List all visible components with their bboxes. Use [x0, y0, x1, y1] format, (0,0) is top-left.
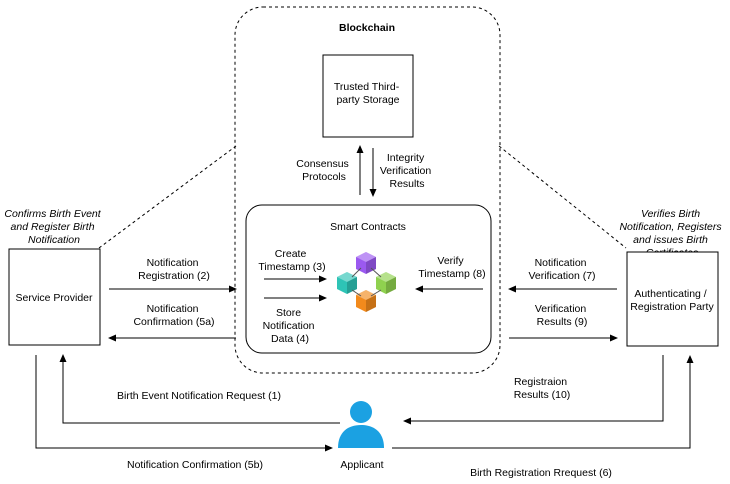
- blockchain-container: Blockchain: [234, 6, 501, 374]
- service-provider-label: Service Provider: [15, 292, 93, 304]
- svg-text:Create Timestamp (3): Create Timestamp (3): [258, 248, 325, 273]
- create-timestamp-line1: Create: [275, 248, 307, 260]
- verify-timestamp-line2: Timestamp (8): [418, 268, 485, 280]
- applicant-label: Applicant: [340, 459, 383, 471]
- registration-results-line1: Registraion: [514, 376, 567, 388]
- svg-text:Notification Registration: Notification Registration (2): [138, 257, 210, 282]
- trusted-storage-box: Trusted Third- party Storage: [322, 54, 414, 138]
- svg-text:Verifies Birth Notificatio: Verifies Birth Notification, Registers a…: [619, 208, 724, 259]
- service-provider-box: Service Provider: [8, 248, 101, 346]
- store-data-line2: Notification: [263, 320, 315, 332]
- notification-confirmation-5a-line1: Notification: [147, 303, 199, 315]
- svg-text:Notification Verification: Notification Verification (7): [528, 257, 595, 282]
- registration-results-arrow: [403, 355, 664, 425]
- birth-registration-request-arrow: [392, 355, 694, 449]
- cube-green-icon: [376, 272, 396, 294]
- registration-party-box: Authenticating / Registration Party: [626, 251, 719, 347]
- integrity-line1: Integrity: [387, 152, 425, 164]
- svg-text:Confirms Birth Event and R: Confirms Birth Event and Register Birth …: [4, 208, 103, 246]
- notification-registration-line2: Registration (2): [138, 270, 210, 282]
- notification-verification-line1: Notification: [535, 257, 587, 269]
- trusted-storage-line1: Trusted Third-: [334, 81, 400, 93]
- svg-text:Integrity Verification: Integrity Verification Results: [380, 152, 434, 190]
- svg-text:Store Notification Dat: Store Notification Data (4): [263, 307, 318, 345]
- verification-results-line1: Verification: [535, 303, 587, 315]
- birth-registration-request-label: Birth Registration Rrequest (6): [470, 467, 612, 479]
- birth-event-request-label: Birth Event Notification Request (1): [117, 390, 281, 402]
- svg-text:Verification Results (9): Verification Results (9): [535, 303, 589, 328]
- registration-party-label-line2: Registration Party: [630, 301, 714, 313]
- verification-results-line2: Results (9): [537, 316, 588, 328]
- notification-confirmation-5b-label: Notification Confirmation (5b): [127, 459, 263, 471]
- dashed-link-right: [498, 145, 627, 249]
- svg-text:Registraion Results (10): Registraion Results (10): [514, 376, 571, 401]
- applicant-icon: [338, 401, 384, 448]
- notification-confirmation-5b-arrow: [35, 355, 333, 452]
- consensus-line1: Consensus: [296, 158, 349, 170]
- dashed-link-left: [98, 145, 237, 249]
- service-provider-role-line1: Confirms Birth Event: [4, 208, 101, 220]
- birth-event-request-arrow: [59, 354, 340, 424]
- integrity-line3: Results: [389, 178, 424, 190]
- svg-text:Verify Timestamp (8): Verify Timestamp (8): [418, 255, 485, 280]
- notification-verification-line2: Verification (7): [528, 270, 595, 282]
- verify-timestamp-line1: Verify: [437, 255, 464, 267]
- service-provider-role-line2: and Register Birth: [11, 221, 95, 233]
- store-data-line1: Store: [276, 307, 301, 319]
- trusted-storage-line2: party Storage: [336, 94, 399, 106]
- smart-contract-cubes-icon: [337, 252, 396, 312]
- integrity-line2: Verification: [380, 165, 432, 177]
- create-timestamp-line2: Timestamp (3): [258, 261, 325, 273]
- notification-confirmation-5a-line2: Confirmation (5a): [133, 316, 214, 328]
- consensus-line2: Protocols: [302, 171, 346, 183]
- svg-text:Consensus Protocols: Consensus Protocols: [296, 158, 351, 183]
- registration-party-role-line1: Verifies Birth: [641, 208, 700, 220]
- store-data-line3: Data (4): [271, 333, 309, 345]
- registration-results-line2: Results (10): [514, 389, 571, 401]
- smart-contracts-box: Smart Contracts: [245, 204, 492, 354]
- registration-party-label-line1: Authenticating /: [634, 288, 706, 300]
- smart-contracts-title: Smart Contracts: [330, 221, 406, 233]
- registration-party-role-line2: Notification, Registers: [619, 221, 722, 233]
- service-provider-role-line3: Notification: [28, 234, 80, 246]
- notification-registration-line1: Notification: [147, 257, 199, 269]
- svg-text:Notification Confirmation: Notification Confirmation (5a): [133, 303, 214, 328]
- registration-party-role-line3: and issues Birth: [633, 234, 708, 246]
- cube-teal-icon: [337, 272, 357, 294]
- svg-text:Trusted Third- party Sto: Trusted Third- party Storage: [334, 81, 402, 106]
- blockchain-title: Blockchain: [339, 22, 395, 34]
- svg-text:Authenticating / Registr: Authenticating / Registration Party: [630, 288, 714, 313]
